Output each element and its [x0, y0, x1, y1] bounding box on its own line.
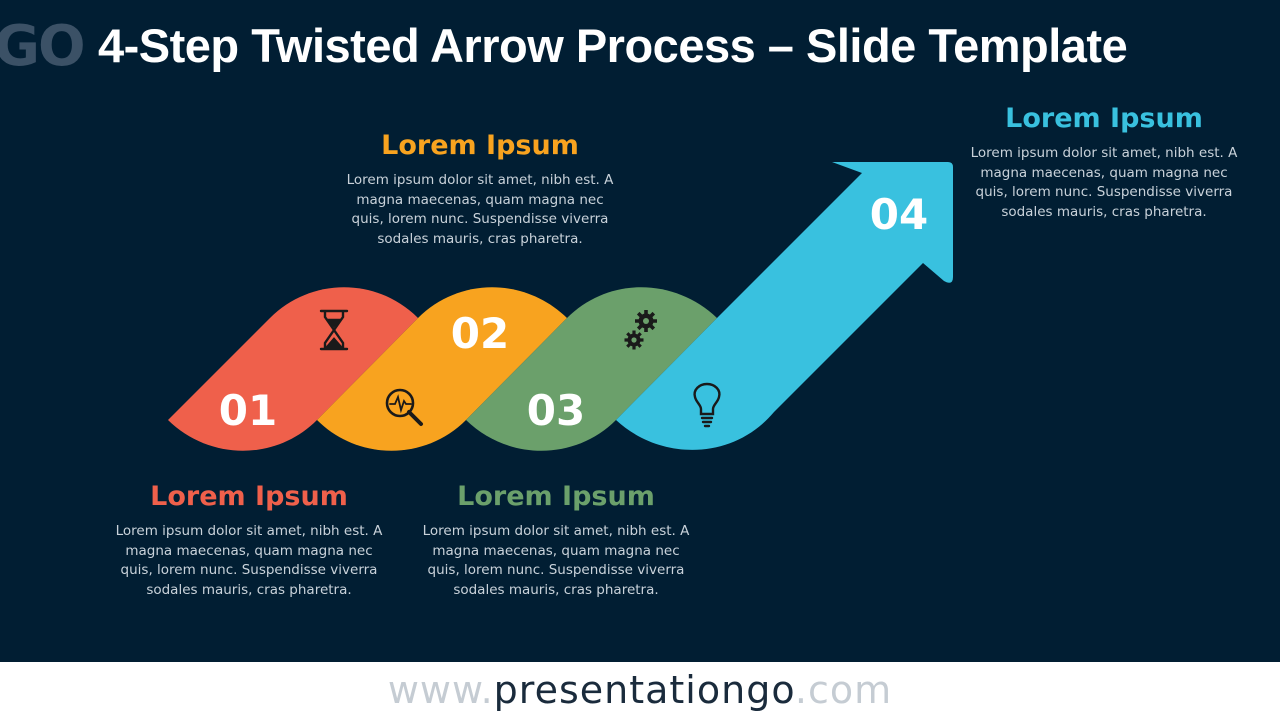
- lightbulb-icon: [693, 382, 721, 428]
- footer-url-prefix: www.: [387, 668, 494, 712]
- step-4-description: Lorem ipsum dolor sit amet, nibh est. A …: [970, 145, 1238, 220]
- footer-url-brand: presentationgo: [493, 668, 795, 712]
- step-number-03: 03: [527, 386, 585, 435]
- step-1-heading: Lorem Ipsum: [150, 481, 348, 512]
- step-4-heading: Lorem Ipsum: [1005, 103, 1203, 134]
- step-3-description: Lorem ipsum dolor sit amet, nibh est. A …: [422, 523, 690, 598]
- magnifier-pulse-icon: [385, 388, 423, 426]
- logo-mark: GO: [0, 14, 86, 79]
- footer-url-suffix: .com: [794, 668, 893, 712]
- twisted-arrow-diagram: 01 02 03 04: [168, 162, 953, 451]
- step-2-heading: Lorem Ipsum: [381, 130, 579, 161]
- step-number-02: 02: [451, 309, 509, 358]
- step-1-text-block: Lorem Ipsum Lorem ipsum dolor sit amet, …: [114, 481, 384, 600]
- step-4-text-block: Lorem Ipsum Lorem ipsum dolor sit amet, …: [969, 103, 1239, 222]
- footer: www.presentationgo.com: [0, 662, 1280, 720]
- footer-url[interactable]: www.presentationgo.com: [388, 668, 892, 712]
- step-2-description: Lorem ipsum dolor sit amet, nibh est. A …: [346, 172, 614, 247]
- segment-02: [317, 287, 567, 451]
- step-number-04: 04: [870, 190, 928, 239]
- segment-04-arrow: [616, 162, 953, 450]
- slide: GO 4-Step Twisted Arrow Process – Slide …: [0, 0, 1280, 662]
- slide-title: 4-Step Twisted Arrow Process – Slide Tem…: [98, 19, 1128, 72]
- segment-01: [168, 287, 418, 451]
- step-1-description: Lorem ipsum dolor sit amet, nibh est. A …: [115, 523, 383, 598]
- step-2-text-block: Lorem Ipsum Lorem ipsum dolor sit amet, …: [345, 130, 615, 249]
- step-3-text-block: Lorem Ipsum Lorem ipsum dolor sit amet, …: [421, 481, 691, 600]
- gears-icon: [624, 310, 657, 350]
- step-number-01: 01: [219, 386, 277, 435]
- hourglass-icon: [319, 309, 349, 351]
- step-3-heading: Lorem Ipsum: [457, 481, 655, 512]
